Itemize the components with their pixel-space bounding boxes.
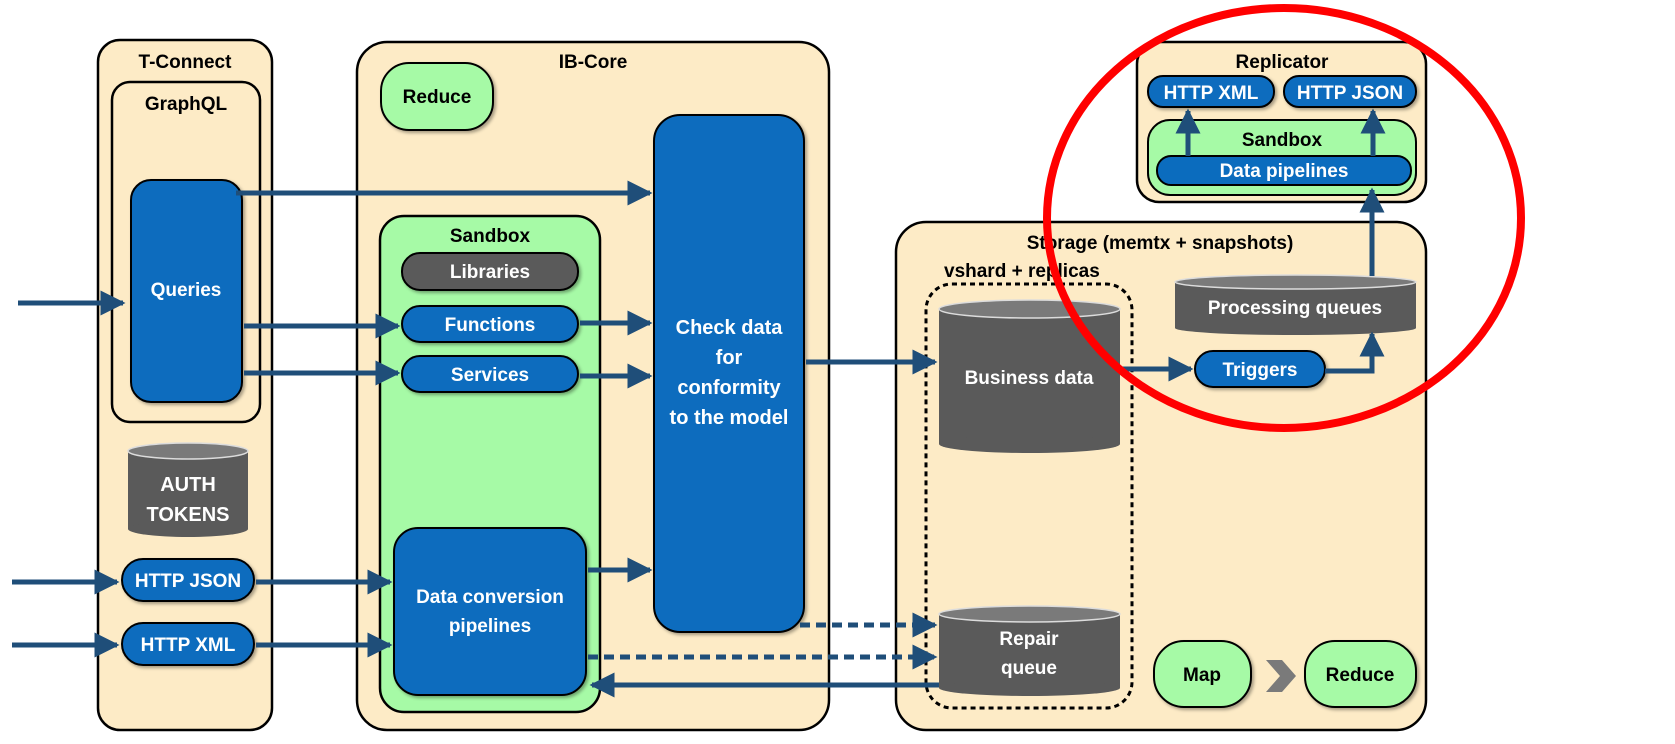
storage-panel: Storage (memtx + snapshots) vshard + rep… [894,220,1428,732]
replicator-http-xml-label: HTTP XML [1164,83,1259,104]
ib-core-sandbox-title: Sandbox [450,226,531,247]
ib-core-panel: IB-Core Reduce Sandbox Libraries Functio… [355,40,831,732]
storage-reduce-label: Reduce [1326,665,1395,686]
check-label-3: conformity [677,377,781,399]
ib-core-reduce-label: Reduce [403,87,472,108]
highlight-circle [1043,4,1525,432]
repair-queue-label-1: Repair [999,629,1059,650]
t-connect-panel: T-Connect GraphQL Queries AUTH TOKENS HT… [96,38,274,732]
t-connect-http-json-label: HTTP JSON [135,571,241,592]
map-box [1153,640,1252,708]
queries-box [130,179,243,403]
auth-tokens-label-1: AUTH [160,474,216,496]
services-pill [401,355,579,393]
libraries-label: Libraries [450,262,530,283]
libraries-pill [401,252,579,291]
data-pipelines-pill [1156,155,1412,186]
data-conversion-label-2: pipelines [449,616,531,637]
flow-arrows [12,108,1386,698]
replicator-http-xml [1147,75,1275,108]
data-conversion-label-1: Data conversion [416,587,564,608]
ib-core-title: IB-Core [559,52,628,73]
vshard-title: vshard + replicas [944,261,1100,282]
check-conformity-box [653,114,805,633]
processing-queues-label: Processing queues [1208,298,1382,319]
replicator-http-json [1283,75,1417,108]
check-label-4: to the model [670,407,789,429]
map-label: Map [1183,665,1221,686]
triggers-label: Triggers [1223,360,1298,381]
storage-title: Storage (memtx + snapshots) [1027,233,1294,254]
check-label-1: Check data [676,317,784,339]
arrow-triggers-to-processing [1325,331,1385,374]
business-data-cylinder: Business data [938,299,1121,453]
repair-queue-label-2: queue [1001,658,1057,679]
vshard-replicas-group [924,282,1134,710]
repair-queue-cylinder: Repair queue [938,605,1121,696]
processing-queues-cylinder: Processing queues [1174,274,1417,335]
t-connect-http-json [121,558,255,602]
services-label: Services [451,365,529,386]
storage-reduce-box [1304,640,1417,708]
functions-pill [401,305,579,343]
check-label-2: for [716,347,743,369]
auth-tokens-cylinder: AUTH TOKENS [127,442,249,537]
t-connect-title: T-Connect [139,52,233,73]
replicator-sandbox-title: Sandbox [1242,130,1323,151]
functions-label: Functions [445,315,536,336]
auth-tokens-label-2: TOKENS [147,504,230,526]
data-pipelines-label: Data pipelines [1220,161,1349,182]
t-connect-http-xml-label: HTTP XML [141,635,236,656]
chevron-right-icon [1266,660,1296,692]
queries-label: Queries [151,280,222,301]
business-data-label: Business data [965,368,1094,389]
ib-core-reduce [380,62,494,131]
replicator-title: Replicator [1236,52,1330,73]
t-connect-http-xml [121,622,255,666]
replicator-panel: Replicator HTTP XML HTTP JSON Sandbox Da… [1135,40,1428,204]
replicator-http-json-label: HTTP JSON [1297,83,1403,104]
graphql-title: GraphQL [145,94,228,115]
data-conversion-pipelines [393,527,587,696]
